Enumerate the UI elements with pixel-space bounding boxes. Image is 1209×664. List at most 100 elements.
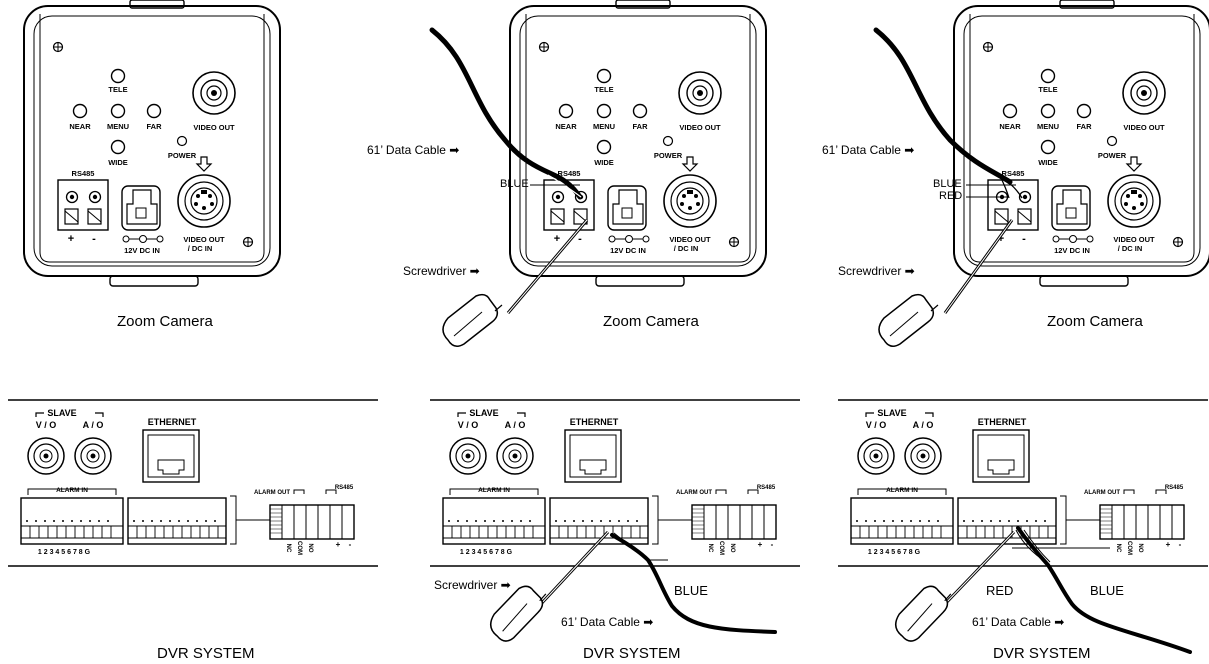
camera-panel-3 <box>953 0 1209 287</box>
data-cable-note-dvr3: 61’ Data Cable ➡ <box>972 615 1065 629</box>
dc-in-sub-label: / DC IN <box>674 244 699 253</box>
data-cable-note-cam2: 61’ Data Cable ➡ <box>367 143 460 157</box>
minus-label: - <box>92 233 96 245</box>
rs485-label: RS485 <box>72 169 95 178</box>
tele-label: TELE <box>1038 85 1057 94</box>
dc-in-label: 12V DC IN <box>1054 246 1090 255</box>
video-out-dc-label: VIDEO OUT <box>1113 235 1155 244</box>
blue-note-dvr2: BLUE <box>674 583 708 598</box>
ao-label: A / O <box>83 420 104 430</box>
ethernet-label: ETHERNET <box>978 417 1027 427</box>
ao-label: A / O <box>913 420 934 430</box>
no-label: NO <box>1137 544 1143 553</box>
near-label: NEAR <box>69 122 91 131</box>
power-label: POWER <box>654 151 683 160</box>
plus-label: + <box>554 233 560 245</box>
dc-in-label: 12V DC IN <box>124 246 160 255</box>
no-label: NO <box>729 544 735 553</box>
alarm-out-label: ALARM OUT <box>254 490 290 496</box>
wide-label: WIDE <box>108 158 128 167</box>
camera-panel-1 <box>23 0 281 287</box>
dvr-labels-2: SLAVE V / O A / O ETHERNET ALARM IN 1 2 … <box>458 408 776 556</box>
tele-label: TELE <box>594 85 613 94</box>
data-cable-note-cam3: 61’ Data Cable ➡ <box>822 143 915 157</box>
plus-label: + <box>336 540 341 549</box>
minus-label: - <box>771 540 774 549</box>
power-label: POWER <box>168 151 197 160</box>
alarm-in-label: ALARM IN <box>886 487 918 494</box>
ao-label: A / O <box>505 420 526 430</box>
dvr-labels-3: SLAVE V / O A / O ETHERNET ALARM IN 1 2 … <box>866 408 1184 556</box>
camera-panel-2 <box>509 0 767 287</box>
video-out-label: VIDEO OUT <box>193 123 235 132</box>
video-out-dc-label: VIDEO OUT <box>669 235 711 244</box>
far-label: FAR <box>147 122 163 131</box>
vo-label: V / O <box>36 420 57 430</box>
plus-label: + <box>68 233 74 245</box>
far-label: FAR <box>633 122 649 131</box>
far-label: FAR <box>1077 122 1093 131</box>
plus-label: + <box>758 540 763 549</box>
camera-labels-3: TELE NEAR MENU FAR WIDE POWER VIDEO OUT … <box>998 85 1165 255</box>
screwdriver-note-dvr2: Screwdriver ➡ <box>434 578 511 592</box>
camera-caption-2: Zoom Camera <box>603 313 699 330</box>
dvr-3-wiring <box>890 526 1192 654</box>
near-label: NEAR <box>555 122 577 131</box>
slave-label: SLAVE <box>469 408 498 418</box>
tele-label: TELE <box>108 85 127 94</box>
wide-label: WIDE <box>594 158 614 167</box>
alarm-in-label: ALARM IN <box>478 487 510 494</box>
dvr-labels-1: SLAVE V / O A / O ETHERNET ALARM IN 1 2 … <box>36 408 354 556</box>
red-note-dvr3: RED <box>986 583 1014 598</box>
slave-label: SLAVE <box>877 408 906 418</box>
minus-label: - <box>578 233 582 245</box>
screwdriver-note-cam3: Screwdriver ➡ <box>838 264 915 278</box>
nc-label: NC <box>285 544 291 553</box>
dvr-caption-3: DVR SYSTEM <box>993 645 1091 662</box>
slave-label: SLAVE <box>47 408 76 418</box>
rs485-dvr-label: RS485 <box>757 485 776 491</box>
camera-caption-3: Zoom Camera <box>1047 313 1143 330</box>
rs485-label: RS485 <box>1002 169 1025 178</box>
screwdriver-note-cam2: Screwdriver ➡ <box>403 264 480 278</box>
alarm-in-numbers: 1 2 3 4 5 6 7 8 G <box>38 549 91 556</box>
rs485-label: RS485 <box>558 169 581 178</box>
dvr-2-wiring <box>485 530 777 644</box>
blue-note-cam2: BLUE <box>500 178 529 190</box>
dc-in-sub-label: / DC IN <box>1118 244 1143 253</box>
video-out-label: VIDEO OUT <box>679 123 721 132</box>
nc-label: NC <box>1115 544 1121 553</box>
camera-3-wiring <box>873 27 1023 347</box>
dvr-caption-2: DVR SYSTEM <box>583 645 681 662</box>
dc-in-sub-label: / DC IN <box>188 244 213 253</box>
camera-labels-1: TELE NEAR MENU FAR WIDE POWER VIDEO OUT … <box>68 85 235 255</box>
minus-label: - <box>349 540 352 549</box>
red-note-cam3: RED <box>939 190 963 202</box>
menu-label: MENU <box>107 122 129 131</box>
rs485-dvr-label: RS485 <box>1165 485 1184 491</box>
ethernet-label: ETHERNET <box>570 417 619 427</box>
video-out-dc-label: VIDEO OUT <box>183 235 225 244</box>
alarm-out-label: ALARM OUT <box>1084 490 1120 496</box>
blue-note-dvr3: BLUE <box>1090 583 1124 598</box>
alarm-in-label: ALARM IN <box>56 487 88 494</box>
alarm-out-label: ALARM OUT <box>676 490 712 496</box>
menu-label: MENU <box>1037 122 1059 131</box>
camera-caption-1: Zoom Camera <box>117 313 213 330</box>
alarm-in-numbers: 1 2 3 4 5 6 7 8 G <box>868 549 921 556</box>
dc-in-label: 12V DC IN <box>610 246 646 255</box>
ethernet-label: ETHERNET <box>148 417 197 427</box>
near-label: NEAR <box>999 122 1021 131</box>
vo-label: V / O <box>458 420 479 430</box>
minus-label: - <box>1022 233 1026 245</box>
wide-label: WIDE <box>1038 158 1058 167</box>
camera-labels-2: TELE NEAR MENU FAR WIDE POWER VIDEO OUT … <box>554 85 721 255</box>
data-cable-note-dvr2: 61’ Data Cable ➡ <box>561 615 654 629</box>
plus-label: + <box>1166 540 1171 549</box>
rs485-dvr-label: RS485 <box>335 485 354 491</box>
com-label: COM <box>1126 541 1132 555</box>
camera-2-wiring <box>429 27 589 347</box>
blue-note-cam3: BLUE <box>933 178 962 190</box>
alarm-in-numbers: 1 2 3 4 5 6 7 8 G <box>460 549 513 556</box>
